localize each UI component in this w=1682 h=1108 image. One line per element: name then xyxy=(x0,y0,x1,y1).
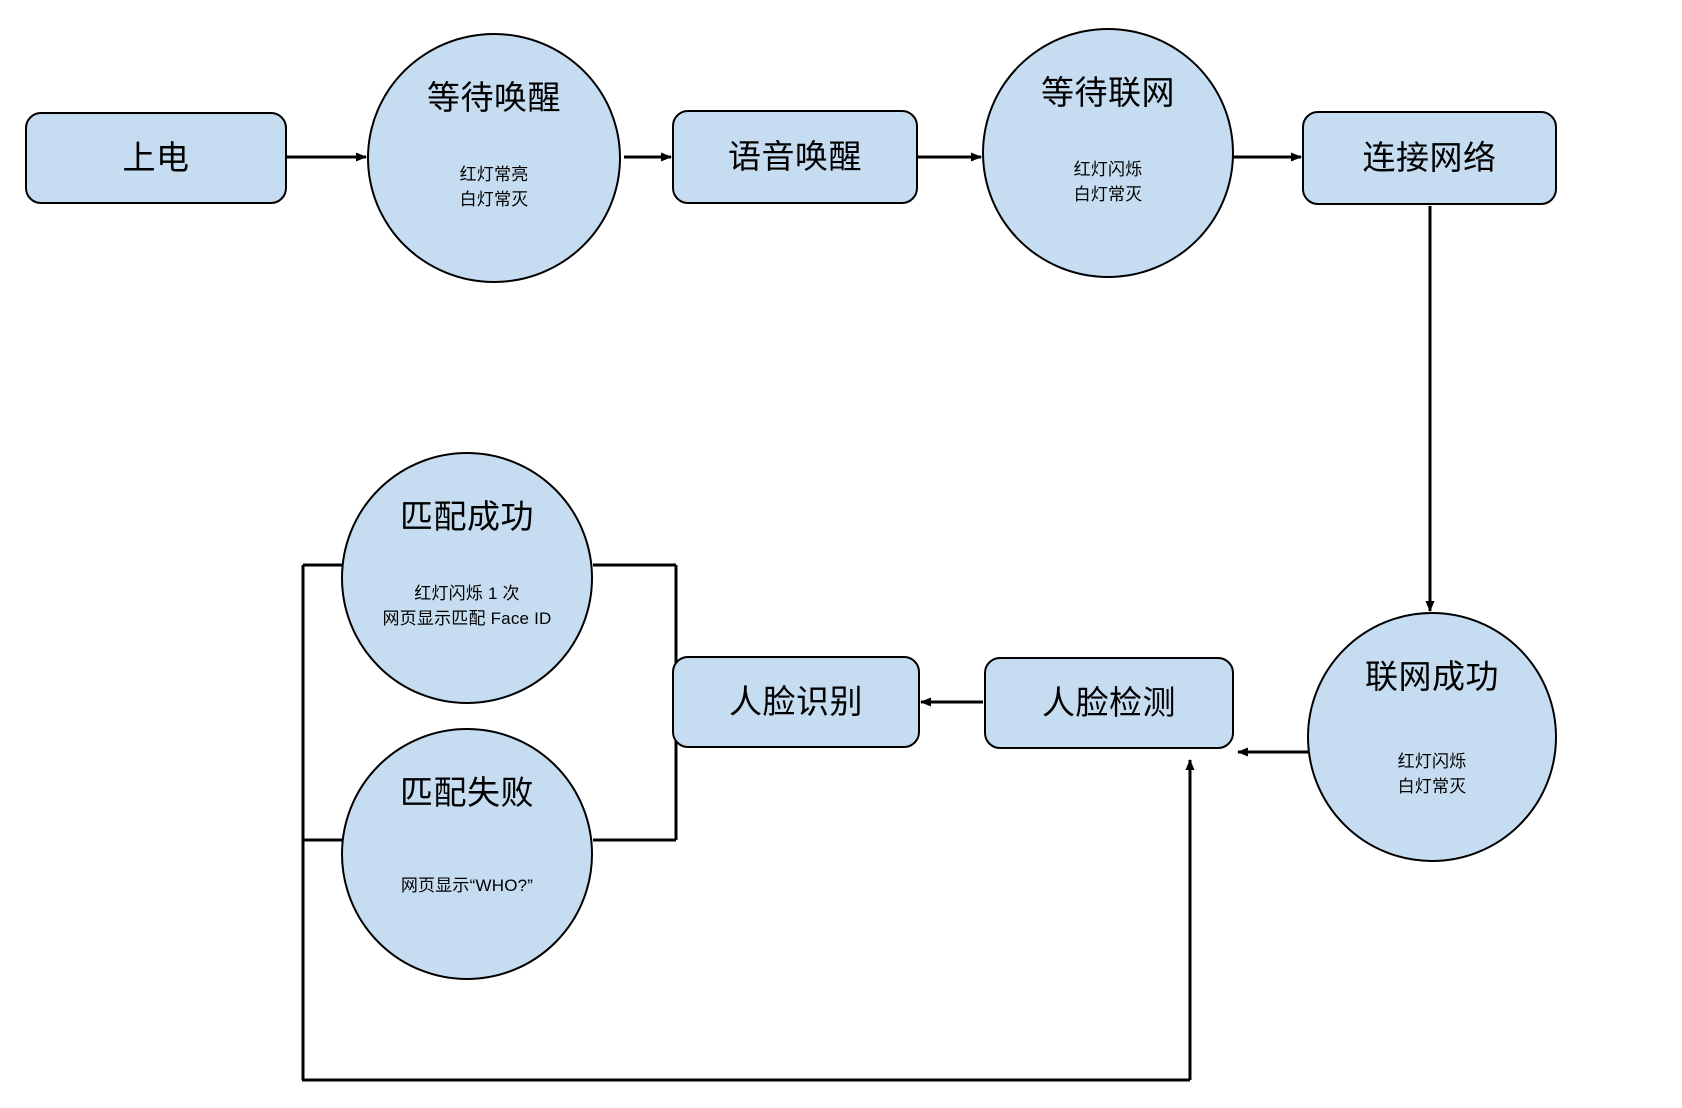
node-network-success[interactable]: 联网成功 红灯闪烁 白灯常灭 xyxy=(1307,612,1557,862)
node-match-fail-title: 匹配失败 xyxy=(400,774,534,811)
node-match-fail-sub: 网页显示“WHO?” xyxy=(400,875,534,895)
node-voice-wake-title: 语音唤醒 xyxy=(728,138,862,176)
node-match-success[interactable]: 匹配成功 红灯闪烁 1 次 网页显示匹配 Face ID xyxy=(341,452,593,704)
node-connect-network-title: 连接网络 xyxy=(1362,139,1497,177)
node-wait-network[interactable]: 等待联网 红灯闪烁 白灯常灭 xyxy=(982,28,1234,278)
node-wait-wake[interactable]: 等待唤醒 红灯常亮 白灯常灭 xyxy=(367,33,621,283)
node-match-success-title: 匹配成功 xyxy=(400,498,534,535)
node-match-success-sub: 红灯闪烁 1 次 网页显示匹配 Face ID xyxy=(382,583,552,628)
node-match-fail[interactable]: 匹配失败 网页显示“WHO?” xyxy=(341,728,593,980)
node-wait-network-sub: 红灯闪烁 白灯常灭 xyxy=(1073,159,1143,204)
node-face-recognize[interactable]: 人脸识别 xyxy=(672,656,920,748)
node-power-on-title: 上电 xyxy=(122,139,190,177)
node-network-success-title: 联网成功 xyxy=(1365,658,1499,695)
node-power-on[interactable]: 上电 xyxy=(25,112,287,204)
node-face-recognize-title: 人脸识别 xyxy=(729,683,863,721)
node-face-detect[interactable]: 人脸检测 xyxy=(984,657,1234,749)
node-face-detect-title: 人脸检测 xyxy=(1042,684,1176,722)
node-wait-network-title: 等待联网 xyxy=(1041,74,1175,111)
node-connect-network[interactable]: 连接网络 xyxy=(1302,111,1557,205)
node-wait-wake-title: 等待唤醒 xyxy=(427,79,561,116)
node-network-success-sub: 红灯闪烁 白灯常灭 xyxy=(1397,751,1467,796)
node-wait-wake-sub: 红灯常亮 白灯常灭 xyxy=(459,164,529,209)
node-voice-wake[interactable]: 语音唤醒 xyxy=(672,110,918,204)
